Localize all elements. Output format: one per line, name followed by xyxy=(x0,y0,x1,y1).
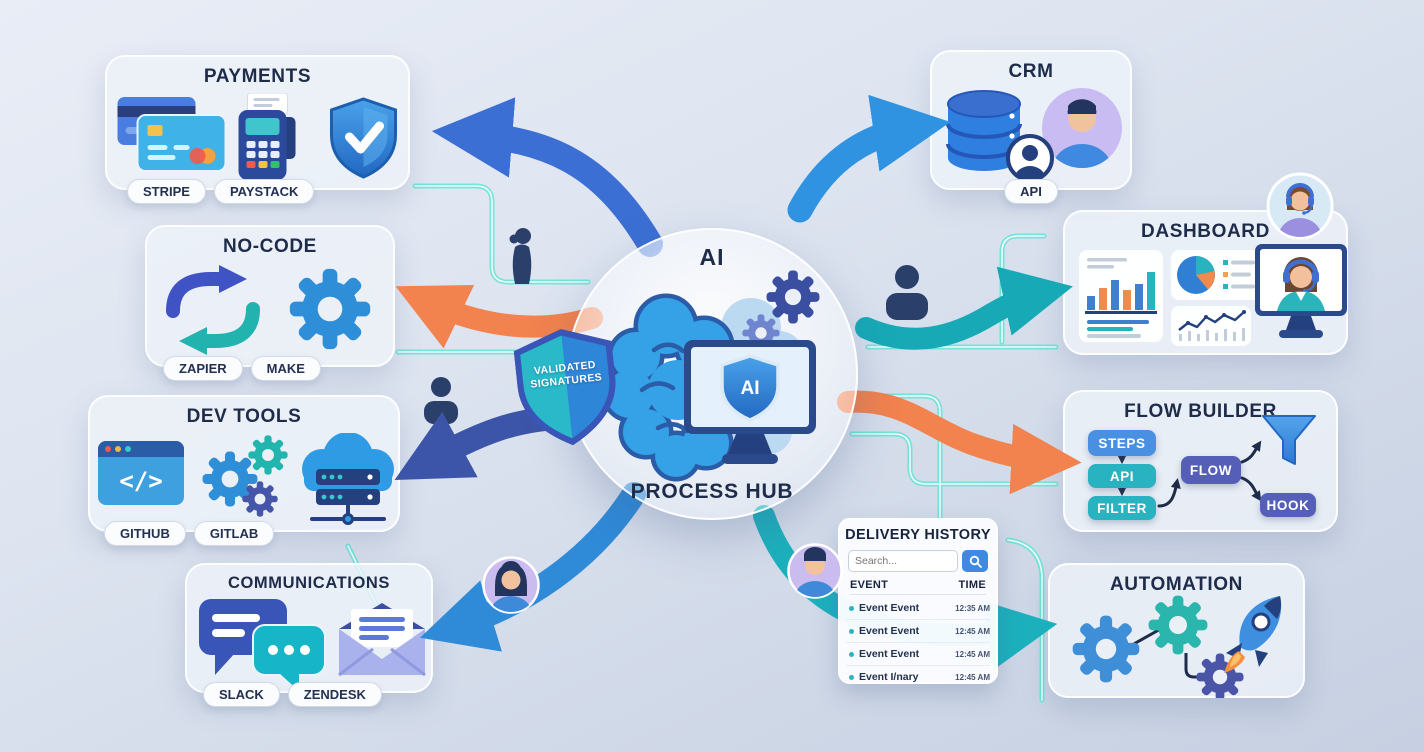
arrow-to-flow-builder xyxy=(837,390,1082,495)
flow-builder-title: FLOW BUILDER xyxy=(1124,401,1277,422)
pos-terminal-icon xyxy=(238,93,296,180)
no-code-card: NO-CODE ZAPIER MAKE xyxy=(145,225,395,381)
search-icon xyxy=(969,555,982,568)
chip-zendesk: ZENDESK xyxy=(287,682,382,707)
automation-title: AUTOMATION xyxy=(1109,574,1243,595)
man-avatar-icon xyxy=(787,543,843,599)
flow-node-steps: STEPS xyxy=(1088,430,1156,456)
chip-zapier: ZAPIER xyxy=(163,356,243,381)
search-input[interactable] xyxy=(848,550,958,572)
person-silhouette-icon xyxy=(886,265,928,320)
validated-signatures-shield: VALIDATED SIGNATURES xyxy=(510,323,624,453)
dashboard-card: DASHBOARD xyxy=(1063,210,1348,355)
flow-node-filter: FILTER xyxy=(1088,496,1156,520)
credit-cards-icon xyxy=(117,97,227,172)
person-silhouette-icon xyxy=(424,377,458,424)
event-dot xyxy=(849,605,854,611)
gears-chain-icon xyxy=(1072,595,1244,698)
dev-tools-title: DEV TOOLS xyxy=(186,406,302,427)
hub-title: AI xyxy=(699,244,725,270)
event-dot xyxy=(849,628,854,634)
chip-github: GITHUB xyxy=(104,521,186,546)
event-dot xyxy=(849,651,854,657)
monitor-shield-label: AI xyxy=(741,378,760,399)
contact-badge-icon xyxy=(1006,134,1054,182)
chip-make: MAKE xyxy=(250,356,321,381)
payments-card: PAYMENTS xyxy=(105,55,410,204)
flow-builder-card: FLOW BUILDER STEPS API FILTER FLOW HOOK xyxy=(1063,390,1338,532)
dashboard-title: DASHBOARD xyxy=(1141,221,1270,242)
delivery-row: Event Event 12:35 AM xyxy=(846,597,990,620)
dev-tools-card: DEV TOOLS </> xyxy=(88,395,400,546)
shield-check-icon xyxy=(330,97,397,179)
gear-icon xyxy=(289,268,371,350)
communications-title: COMMUNICATIONS xyxy=(227,574,391,592)
ai-shield-monitor-icon: AI xyxy=(684,340,816,464)
bar-chart-icon xyxy=(1079,250,1163,342)
person-silhouette-icon xyxy=(509,228,532,284)
rocket-icon xyxy=(1224,596,1282,673)
gears-icon xyxy=(202,435,288,517)
code-glyph: </> xyxy=(119,467,162,495)
communications-card: COMMUNICATIONS SLACK xyxy=(185,563,433,707)
arrow-to-crm xyxy=(787,94,951,223)
woman-avatar-icon xyxy=(482,556,540,614)
code-window-icon: </> xyxy=(98,441,184,505)
crm-title: CRM xyxy=(1008,61,1054,82)
pie-chart-icon xyxy=(1171,250,1261,300)
flow-connector-arrows xyxy=(1116,440,1262,508)
search-button[interactable] xyxy=(962,550,988,572)
flow-node-hook: HOOK xyxy=(1260,493,1316,517)
chat-bubbles-icon xyxy=(199,599,326,687)
delivery-row: Event I/nary 12:45 AM xyxy=(846,666,990,688)
event-dot xyxy=(849,674,854,680)
line-chart-icon xyxy=(1171,306,1251,346)
open-email-icon xyxy=(338,603,426,677)
chip-api: API xyxy=(1004,179,1058,204)
funnel-icon xyxy=(1262,415,1316,465)
no-code-title: NO-CODE xyxy=(223,236,317,257)
headset-agent-avatar-icon xyxy=(1266,172,1334,240)
column-event: EVENT xyxy=(850,579,889,591)
automation-card: AUTOMATION xyxy=(1048,563,1305,698)
hub-subtitle: PROCESS HUB xyxy=(630,480,794,503)
cloud-server-icon xyxy=(302,433,394,525)
support-agent-monitor-icon xyxy=(1255,244,1347,338)
delivery-history-title: DELIVERY HISTORY xyxy=(845,527,991,543)
flow-node-flow: FLOW xyxy=(1181,456,1241,484)
column-time: TIME xyxy=(958,579,986,591)
flow-node-api: API xyxy=(1088,464,1156,488)
delivery-history-panel: DELIVERY HISTORY EVENT TIME Event Event … xyxy=(838,518,998,684)
chip-paystack: PAYSTACK xyxy=(213,179,315,204)
delivery-row: Event Event 12:45 AM xyxy=(846,643,990,666)
payments-title: PAYMENTS xyxy=(203,66,312,87)
sync-arrows-icon xyxy=(166,265,260,355)
chip-stripe: STRIPE xyxy=(127,179,206,204)
customer-avatar-icon xyxy=(1042,88,1122,168)
delivery-row: Event Event 12:45 AM xyxy=(846,620,990,643)
crm-card: CRM xyxy=(930,50,1132,204)
chip-slack: SLACK xyxy=(203,682,280,707)
chip-gitlab: GITLAB xyxy=(193,521,275,546)
